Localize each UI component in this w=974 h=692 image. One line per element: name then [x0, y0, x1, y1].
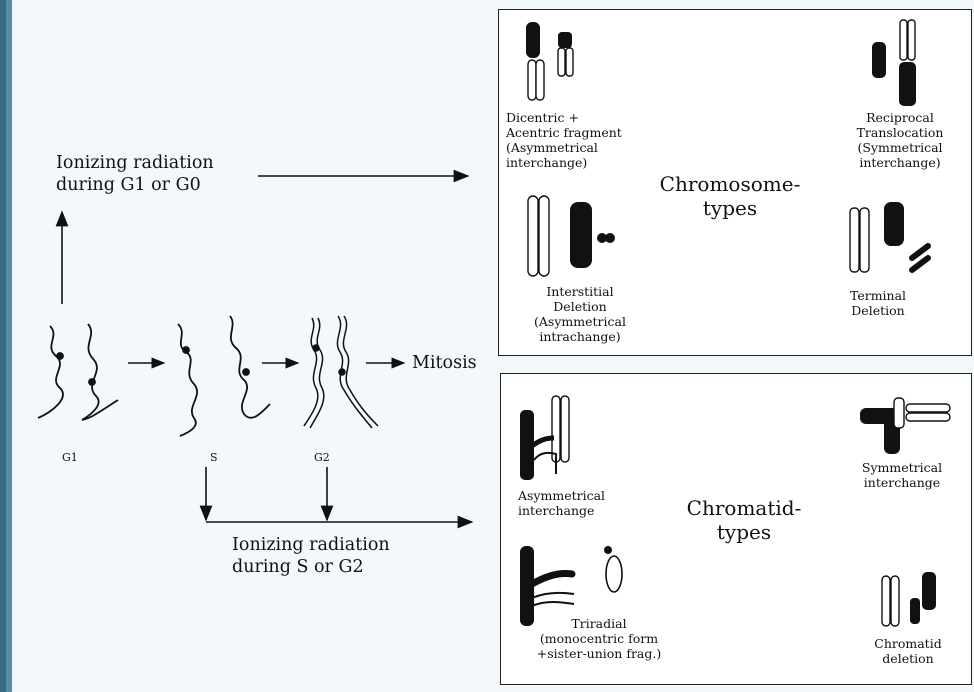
- dicentric-figure: [524, 22, 584, 102]
- interstitial-figure: [526, 196, 626, 286]
- chromatid-deletion-label: Chromatid deletion: [854, 636, 962, 666]
- terminal-figure: [846, 200, 936, 280]
- radiation-s-label: Ionizing radiation during S or G2: [232, 534, 390, 578]
- interstitial-label: Interstitial Deletion (Asymmetrical intr…: [510, 284, 650, 344]
- radiation-g1-label: Ionizing radiation during G1 or G0: [56, 152, 214, 196]
- chromosome-types-title: Chromosome- types: [640, 172, 820, 220]
- g1-chromosomes: [38, 324, 118, 420]
- phase-label-g2: G2: [314, 451, 330, 464]
- reciprocal-label: Reciprocal Translocation (Symmetrical in…: [838, 110, 962, 170]
- g2-chromosomes: [304, 316, 378, 428]
- symmetrical-chromatid-label: Symmetrical interchange: [846, 460, 958, 490]
- symmetrical-chromatid-figure: [858, 396, 958, 456]
- dicentric-label: Dicentric + Acentric fragment (Asymmetri…: [506, 110, 622, 170]
- terminal-label: Terminal Deletion: [828, 288, 928, 318]
- asymmetrical-chromatid-figure: [512, 394, 582, 484]
- chromatid-deletion-figure: [880, 570, 950, 630]
- phase-label-s: S: [210, 451, 218, 464]
- triradial-label: Triradial (monocentric form +sister-unio…: [514, 616, 684, 661]
- chromatid-types-title: Chromatid- types: [664, 496, 824, 544]
- reciprocal-figure: [870, 20, 930, 110]
- phase-label-g1: G1: [62, 451, 78, 464]
- mitosis-label: Mitosis: [412, 352, 477, 374]
- s-chromosomes: [178, 316, 270, 436]
- asymmetrical-chromatid-label: Asymmetrical interchange: [518, 488, 605, 518]
